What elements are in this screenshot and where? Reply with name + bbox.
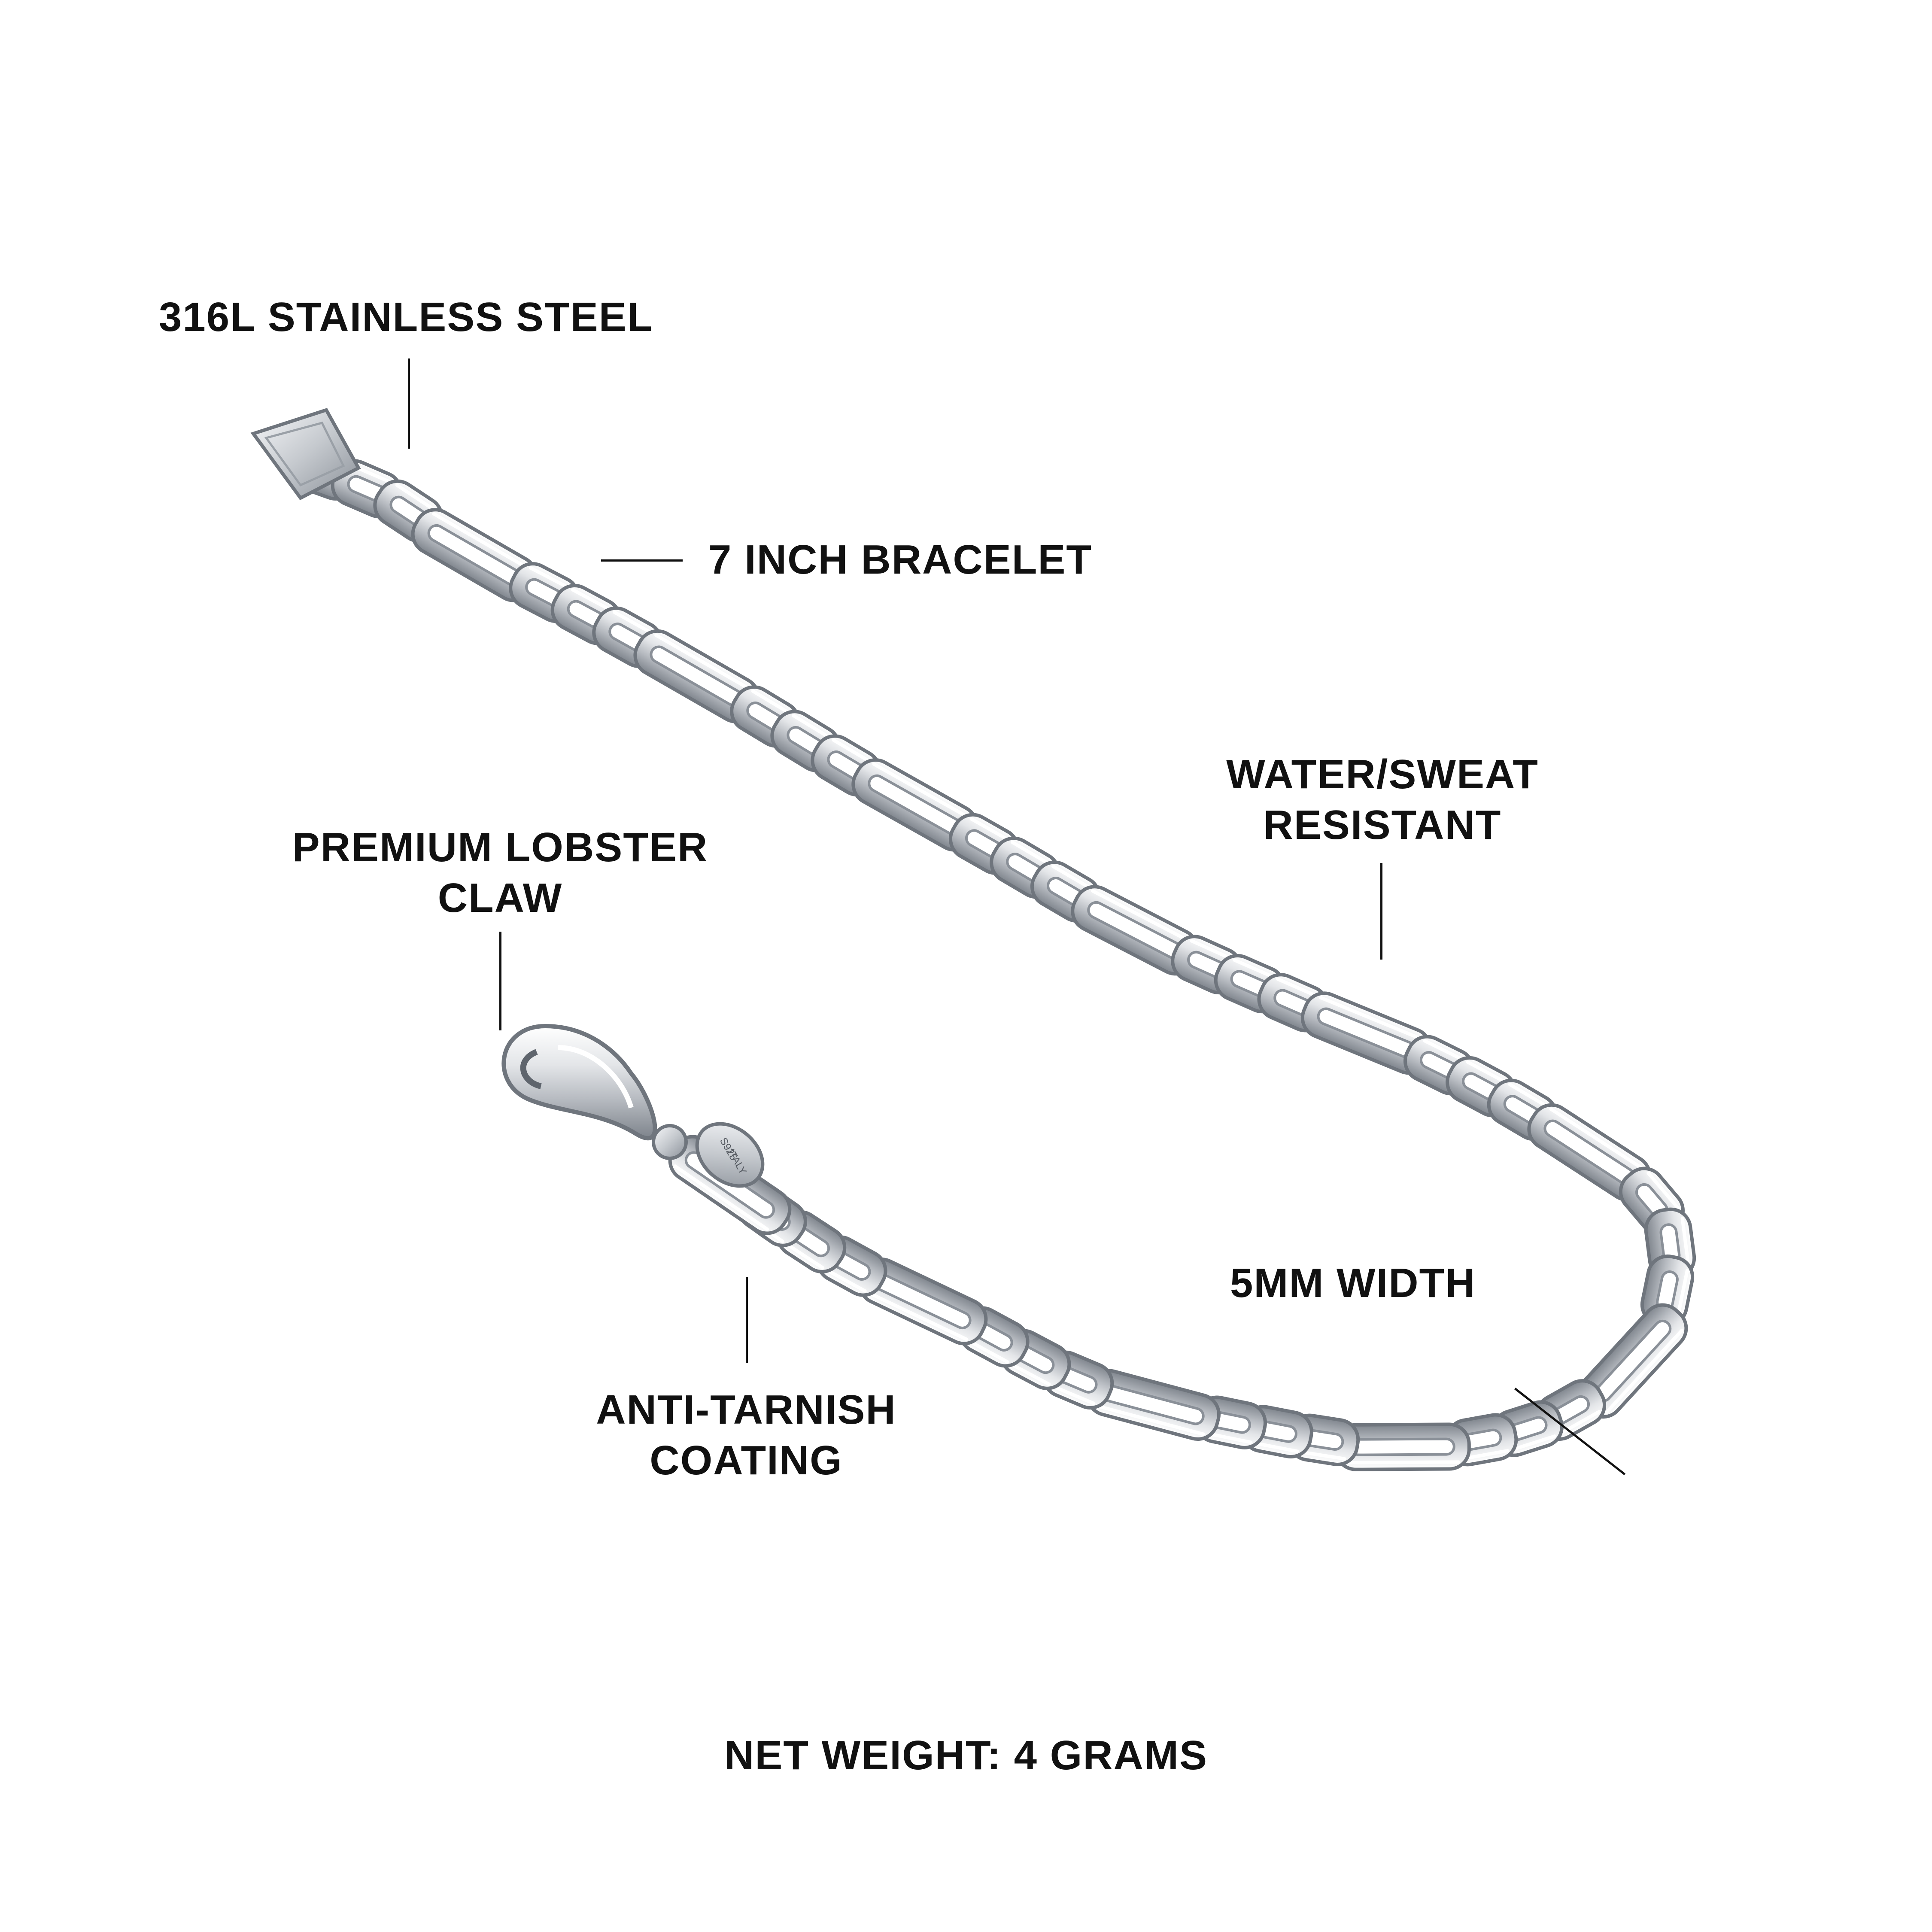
stamped-tag: S925 ITALY [695,1122,765,1188]
coating-callout-line [746,1277,748,1363]
label-stainless-steel-text: 316L STAINLESS STEEL [159,294,653,340]
chain-link-short [1445,1413,1518,1467]
label-lobster-claw: PREMIUM LOBSTER CLAW [292,822,708,923]
chain-link-long [1071,885,1200,976]
label-clasp-line2: CLAW [437,875,563,921]
label-width-text: 5MM WIDTH [1230,1260,1476,1306]
chain-link-long [851,758,979,852]
water-callout-line [1380,863,1382,960]
label-anti-tarnish: ANTI-TARNISH COATING [596,1385,896,1486]
label-bracelet-length-text: 7 INCH BRACELET [708,537,1093,583]
label-coating-line1: ANTI-TARNISH [596,1387,896,1433]
label-water-line1: WATER/SWEAT [1226,751,1539,797]
lobster-claw-clasp [501,1024,688,1160]
label-net-weight-text: NET WEIGHT: 4 GRAMS [724,1732,1208,1778]
label-width: 5MM WIDTH [1230,1258,1476,1309]
label-water-resistant: WATER/SWEAT RESISTANT [1226,749,1539,851]
chain-link-long [1086,1369,1221,1441]
label-water-line2: RESISTANT [1263,802,1502,848]
length-callout-line [601,559,683,562]
chain-links [286,443,1696,1471]
label-net-weight: NET WEIGHT: 4 GRAMS [724,1730,1208,1781]
steel-callout-line [408,358,410,449]
chain-link-long [1527,1103,1652,1202]
label-clasp-line1: PREMIUM LOBSTER [292,824,708,870]
label-bracelet-length: 7 INCH BRACELET [708,535,1092,585]
label-stainless-steel: 316L STAINLESS STEEL [159,292,653,343]
chain-link-long [858,1258,988,1346]
clasp-callout-line [499,932,501,1030]
end-tab [250,408,361,501]
label-coating-line2: COATING [650,1437,843,1483]
